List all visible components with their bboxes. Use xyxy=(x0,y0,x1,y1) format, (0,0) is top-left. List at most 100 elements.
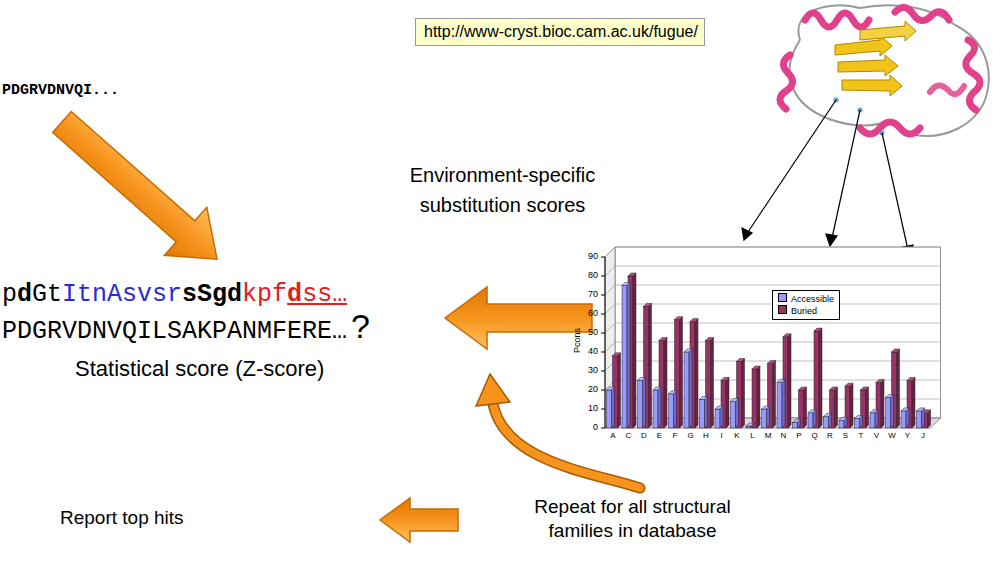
bar-side xyxy=(726,378,729,429)
grid-line xyxy=(605,342,941,352)
bar xyxy=(700,400,705,429)
category-label: Q xyxy=(809,431,821,441)
bar xyxy=(644,306,649,428)
bar-side xyxy=(680,317,683,428)
bar-top xyxy=(644,303,652,306)
bar-side xyxy=(866,387,869,428)
bar xyxy=(746,426,751,428)
query-sequence: PDGRVDNVQI... xyxy=(2,82,119,99)
category-label: N xyxy=(778,431,790,441)
bar xyxy=(715,409,720,428)
category-label: T xyxy=(855,431,867,441)
alignment-template: pdGtItnAsvsrsSgdkpfdss… xyxy=(2,280,347,310)
bar-side xyxy=(649,303,652,428)
bar xyxy=(892,352,897,428)
axis-tick-label: 0 xyxy=(576,422,598,433)
bar-side xyxy=(618,353,621,428)
bar-top xyxy=(861,387,869,390)
bar-side xyxy=(850,383,853,428)
tick xyxy=(601,428,605,429)
bar-side xyxy=(705,397,708,429)
alignment-segment: Gt xyxy=(32,280,62,309)
bar xyxy=(622,286,627,429)
category-label: F xyxy=(669,431,681,441)
legend-swatch xyxy=(778,293,787,302)
y-axis xyxy=(605,257,606,428)
bar-side xyxy=(767,406,770,428)
category-label: S xyxy=(840,431,852,441)
category-label: P xyxy=(793,431,805,441)
bar xyxy=(653,390,658,428)
bar-top xyxy=(706,338,714,341)
leader-arrows xyxy=(742,100,913,258)
bar xyxy=(845,386,850,428)
bar-top xyxy=(721,378,729,381)
repeat-label: Repeat for all structural families in da… xyxy=(505,495,760,543)
bar xyxy=(886,398,891,428)
bar-top xyxy=(808,410,816,413)
legend-text: Accessible xyxy=(791,294,834,304)
bar-top xyxy=(715,406,723,409)
alignment-segment: kpf xyxy=(242,280,287,309)
bar-side xyxy=(643,378,646,429)
bar-side xyxy=(689,349,692,428)
bar-top xyxy=(870,410,878,413)
bar-top xyxy=(613,353,621,356)
bar xyxy=(777,382,782,428)
bar xyxy=(638,381,643,429)
tick xyxy=(601,333,605,334)
bar-side xyxy=(788,334,791,428)
tick xyxy=(601,390,605,391)
axis-tick-label: 90 xyxy=(576,251,598,262)
legend-row: Buried xyxy=(778,305,834,317)
bar xyxy=(870,413,875,428)
bar xyxy=(808,413,813,428)
bar-top xyxy=(653,387,661,390)
bar xyxy=(762,409,767,428)
bar-side xyxy=(773,360,776,428)
url-text: http://www-cryst.bioc.cam.ac.uk/fugue/ xyxy=(424,23,696,41)
bar-top xyxy=(845,383,853,386)
bar-top xyxy=(746,423,754,426)
chart-legend: AccessibleBuried xyxy=(772,290,840,320)
bar xyxy=(824,417,829,428)
tick xyxy=(601,409,605,410)
bar-top xyxy=(892,349,900,352)
bar-side xyxy=(757,366,760,428)
legend-row: Accessible xyxy=(778,293,834,305)
bar-side xyxy=(835,387,838,428)
bar-side xyxy=(804,387,807,428)
axis-tick-label: 20 xyxy=(576,384,598,395)
bar-top xyxy=(793,419,801,422)
tick xyxy=(601,257,605,258)
bar xyxy=(721,381,726,429)
bar-top xyxy=(700,397,708,400)
category-label: H xyxy=(700,431,712,441)
category-label: I xyxy=(716,431,728,441)
bar xyxy=(861,390,866,428)
bar-top xyxy=(855,416,863,419)
axis-tick-label: 30 xyxy=(576,365,598,376)
alignment-segment: ss… xyxy=(302,280,347,309)
tick xyxy=(601,276,605,277)
grid-line xyxy=(605,323,941,333)
bar-top xyxy=(799,387,807,390)
category-label: W xyxy=(886,431,898,441)
bar-top xyxy=(768,360,776,363)
bar xyxy=(917,411,922,428)
bar-top xyxy=(907,378,915,381)
category-label: R xyxy=(824,431,836,441)
bar-top xyxy=(684,349,692,352)
bar xyxy=(607,390,612,428)
category-label: D xyxy=(638,431,650,441)
category-label: C xyxy=(623,431,635,441)
bar-side xyxy=(695,319,698,428)
bar xyxy=(690,322,695,428)
bar-top xyxy=(607,387,615,390)
alignment-segment: p xyxy=(2,280,17,309)
url-box: http://www-cryst.bioc.cam.ac.uk/fugue/ xyxy=(415,18,705,46)
alignment-segment: ItnAsvsr xyxy=(62,280,182,309)
alignment-segment: d xyxy=(17,280,32,309)
bar-side xyxy=(664,338,667,428)
bar xyxy=(737,362,742,429)
